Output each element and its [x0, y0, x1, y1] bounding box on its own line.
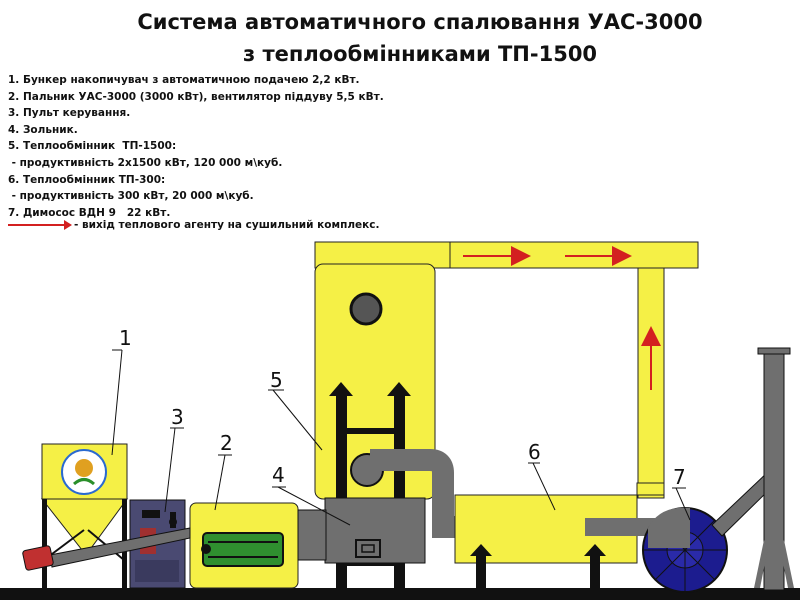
legend-item-7: 7. Димосос ВДН 9 22 кВт. [8, 206, 171, 219]
ash-box [324, 497, 426, 564]
chimney [754, 347, 794, 591]
legend: 1. Бункер накопичувач з автоматичною под… [8, 72, 384, 221]
burner-uas3000 [189, 502, 327, 589]
label-4: 4 [272, 463, 285, 487]
auger-motor [22, 545, 54, 571]
legend-item-4: 4. Зольник. [8, 123, 78, 136]
legend-item-2: 2. Пальник УАС-3000 (3000 кВт), вентилят… [8, 90, 384, 103]
legend-item-3: 3. Пульт керування. [8, 107, 131, 120]
legend-item-5-detail: - продуктивність 2х1500 кВт, 120 000 м\к… [8, 156, 283, 169]
leader-lines [111, 349, 691, 526]
arrow-legend: - вихід теплового агенту на сушильний ко… [8, 219, 380, 231]
label-1: 1 [119, 326, 132, 350]
legend-item-5: 5. Теплообмінник ТП-1500: [8, 140, 177, 153]
label-3: 3 [171, 405, 184, 429]
red-arrow-icon [8, 220, 72, 230]
arrow-legend-text: - вихід теплового агенту на сушильний ко… [74, 219, 380, 231]
heat-exchanger-tp1500 [314, 263, 436, 590]
smoke-exhauster [642, 469, 775, 593]
legend-item-6-detail: - продуктивність 300 кВт, 20 000 м\куб. [8, 190, 254, 203]
legend-item-1: 1. Бункер накопичувач з автоматичною под… [8, 74, 360, 86]
flue-pipe [350, 449, 455, 538]
label-2: 2 [220, 431, 233, 455]
label-7: 7 [673, 465, 686, 489]
legend-item-6: 6. Теплообмінник ТП-300: [8, 173, 166, 186]
diagram-title-line2: з теплообмінниками ТП-1500 [242, 42, 598, 66]
diagram-title-line1: Система автоматичного спалювання УАС-300… [137, 10, 703, 34]
label-5: 5 [270, 368, 283, 392]
auger-conveyor [22, 527, 191, 571]
label-6: 6 [528, 440, 541, 464]
ground-line [0, 588, 800, 600]
